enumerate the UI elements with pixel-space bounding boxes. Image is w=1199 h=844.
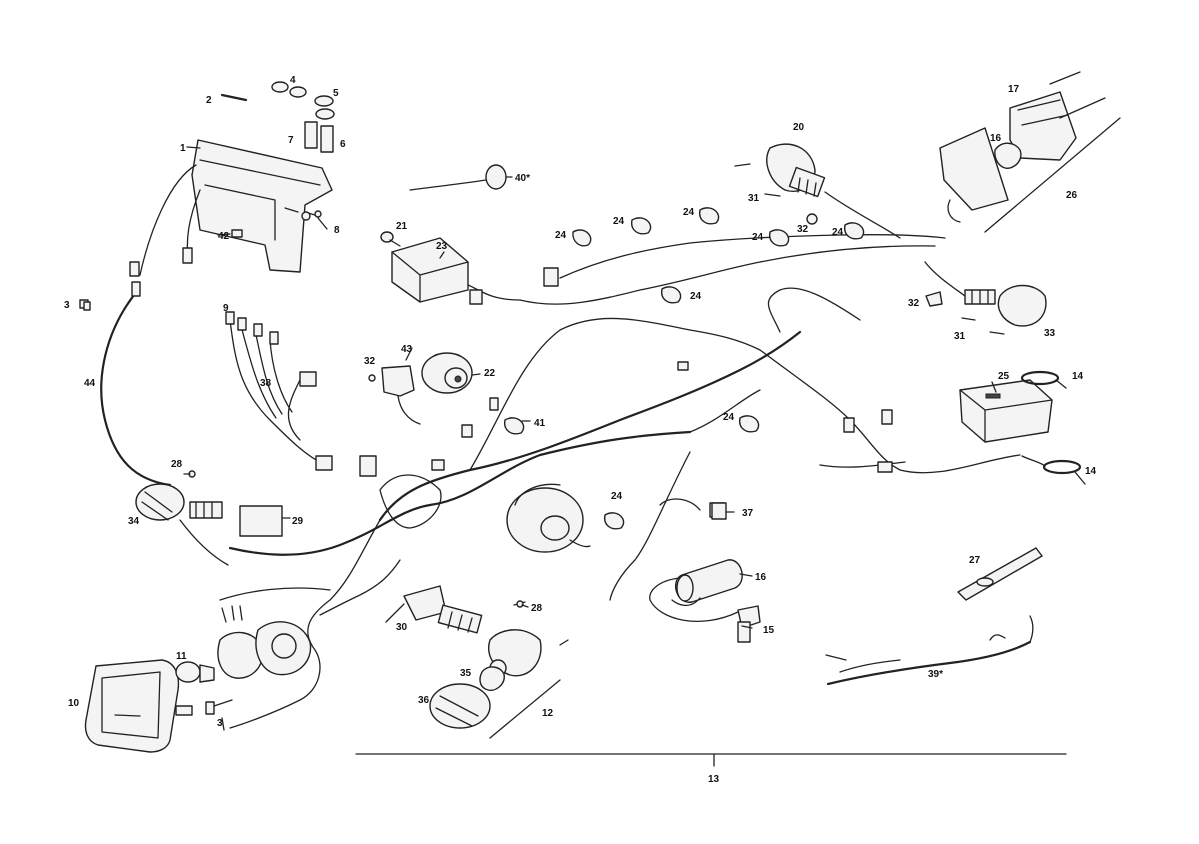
- headlight: [84, 605, 312, 753]
- callout-12: 12: [542, 708, 554, 719]
- callout-36: 36: [418, 695, 430, 706]
- cap-37: [711, 502, 727, 520]
- callout-42: 42: [218, 231, 230, 242]
- callout-41: 41: [534, 418, 546, 429]
- callout-31b: 31: [954, 331, 966, 342]
- callout-23: 23: [436, 241, 448, 252]
- callout-17: 17: [1008, 84, 1020, 95]
- left-turn-signal: [135, 483, 283, 566]
- cable-clips: [504, 207, 865, 530]
- callout-9: 9: [223, 303, 229, 314]
- strap-27: [957, 547, 1043, 601]
- callout-3: 3: [64, 300, 70, 311]
- harness-item-39: [825, 615, 1034, 686]
- callout-29: 29: [292, 516, 304, 527]
- callout-1: 1: [180, 143, 186, 154]
- callout-43: 43: [401, 344, 413, 355]
- callout-34: 34: [128, 516, 140, 527]
- callout-26: 26: [1066, 190, 1078, 201]
- callout-16b: 16: [990, 133, 1002, 144]
- callout-28a: 28: [171, 459, 183, 470]
- leader-lines: [183, 146, 997, 629]
- callout-44: 44: [84, 378, 96, 389]
- callout-labels: 1 2 3 3 4 5 6 7 8 9 10 11 12 13 14 14 15…: [64, 75, 1097, 785]
- front-right-turn-signal: [734, 143, 901, 239]
- callout-37: 37: [742, 508, 754, 519]
- callout-39: 39*: [928, 669, 943, 680]
- callout-24a: 24: [555, 230, 567, 241]
- tail-light: [939, 71, 1121, 233]
- callout-7: 7: [288, 135, 294, 146]
- callout-25: 25: [998, 371, 1010, 382]
- callout-24f: 24: [690, 291, 702, 302]
- callout-2: 2: [206, 95, 212, 106]
- callout-33: 33: [1044, 328, 1056, 339]
- callout-8: 8: [334, 225, 340, 236]
- callout-14b: 14: [1085, 466, 1097, 477]
- callout-24e: 24: [832, 227, 844, 238]
- callout-24c: 24: [683, 207, 695, 218]
- callout-38: 38: [260, 378, 272, 389]
- callout-24g: 24: [723, 412, 735, 423]
- indicator-bulbs: [220, 81, 335, 153]
- callout-14a: 14: [1072, 371, 1084, 382]
- callout-35: 35: [460, 668, 472, 679]
- sub-harness: [225, 311, 333, 471]
- speedometer-cable: [100, 288, 172, 487]
- callout-40: 40*: [515, 173, 530, 184]
- callout-28b: 28: [531, 603, 543, 614]
- callout-27: 27: [969, 555, 981, 566]
- ignition-coil: [649, 559, 761, 643]
- callout-31a: 31: [748, 193, 760, 204]
- main-wiring-harness: [219, 233, 1021, 729]
- callout-15: 15: [763, 625, 775, 636]
- callout-32a: 32: [797, 224, 809, 235]
- harness-reference-line: [355, 753, 1067, 767]
- callout-24h: 24: [611, 491, 623, 502]
- rear-right-turn-signal: [924, 261, 1047, 335]
- callout-21: 21: [396, 221, 408, 232]
- switch-assembly: [403, 585, 569, 739]
- callout-5: 5: [333, 88, 339, 99]
- sensor-item-40: [409, 164, 507, 191]
- callout-6: 6: [340, 139, 346, 150]
- callout-32c: 32: [364, 356, 376, 367]
- callout-22: 22: [484, 368, 496, 379]
- callout-32b: 32: [908, 298, 920, 309]
- callout-24b: 24: [613, 216, 625, 227]
- front-left-turn-signal: [429, 666, 505, 729]
- voltage-regulator: [959, 370, 1086, 485]
- callout-30: 30: [396, 622, 408, 633]
- callout-13: 13: [708, 774, 720, 785]
- callout-24d: 24: [752, 232, 764, 243]
- callout-16a: 16: [755, 572, 767, 583]
- panel-wiring: [129, 164, 201, 277]
- callout-3b: 3: [217, 718, 223, 729]
- callout-20: 20: [793, 122, 805, 133]
- screws: [79, 210, 524, 608]
- callout-11: 11: [176, 651, 187, 662]
- instrument-panel: [191, 139, 333, 273]
- cdi-unit: [380, 231, 521, 305]
- callout-4: 4: [290, 75, 296, 86]
- horn: [368, 347, 473, 425]
- callout-10: 10: [68, 698, 80, 709]
- handlebar-switch: [506, 483, 591, 553]
